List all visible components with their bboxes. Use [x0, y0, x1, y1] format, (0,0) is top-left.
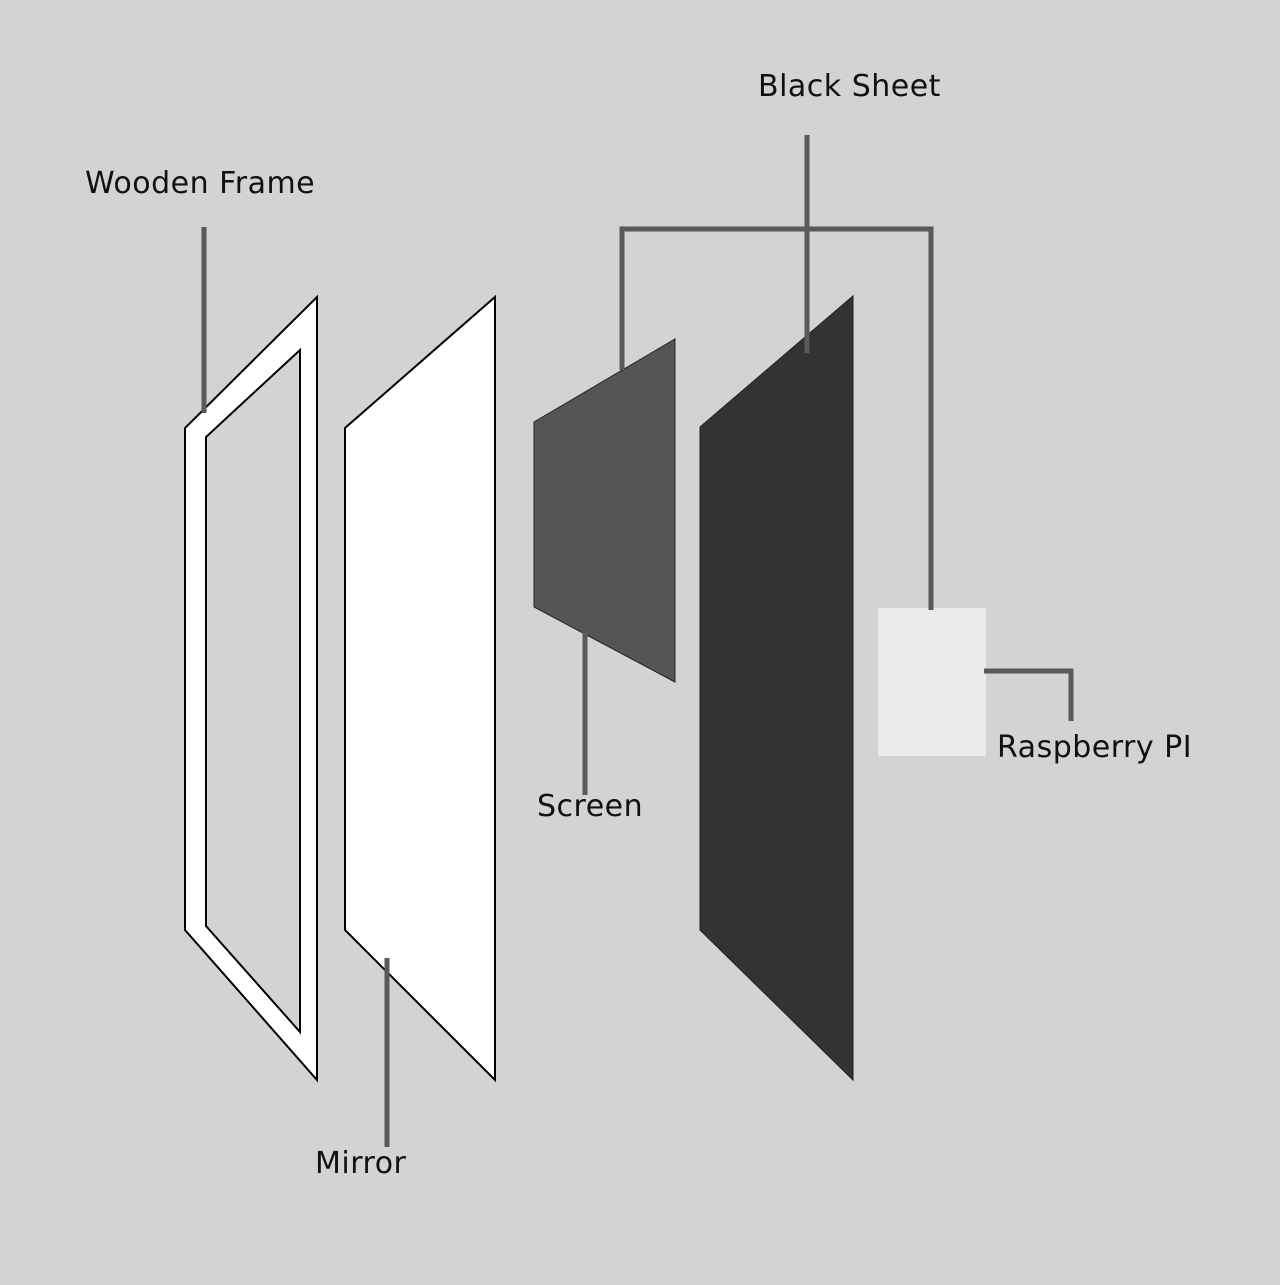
wooden-frame	[184, 294, 318, 1083]
screen-label: Screen	[537, 789, 644, 824]
black-sheet-label: Black Sheet	[758, 69, 941, 104]
screen-panel	[533, 338, 676, 683]
screen-to-pi-connector	[619, 226, 934, 610]
mirror-panel	[344, 294, 496, 1083]
wooden-frame-label: Wooden Frame	[85, 166, 316, 201]
mirror-label: Mirror	[315, 1146, 407, 1181]
black-sheet-panel	[699, 294, 854, 1082]
raspberry-pi-board	[878, 608, 986, 756]
leader-lines	[201, 135, 1074, 1147]
raspberry-pi-leader	[984, 668, 1074, 721]
raspberry-pi-label: Raspberry PI	[997, 730, 1193, 765]
